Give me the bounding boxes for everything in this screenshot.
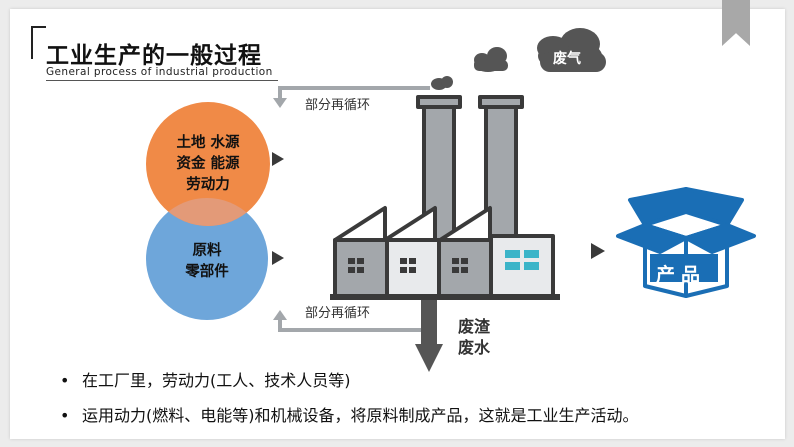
waste-output-label: 废渣 废水 (458, 316, 490, 358)
product-label: 产品 (656, 264, 707, 286)
cloud-icon (537, 28, 606, 72)
subtitle-underline (46, 80, 278, 81)
title-bracket-icon (31, 26, 46, 59)
recycle-arrow-icon (273, 310, 430, 332)
box-icon (616, 187, 756, 298)
waste-output-line: 废水 (458, 338, 491, 357)
materials-line: 原料 (192, 243, 222, 259)
waste-output-line: 废渣 (458, 317, 491, 336)
bullet-text: 运用动力(燃料、电能等)和机械设备，将原料制成产品，这就是工业生产活动。 (82, 406, 639, 425)
resources-line: 土地 水源 (176, 134, 240, 151)
bullet-text: 在工厂里，劳动力(工人、技术人员等) (82, 371, 351, 390)
page-title: 工业生产的一般过程 (46, 43, 262, 69)
factory-icon (330, 95, 560, 300)
bullet-item: • 运用动力(燃料、电能等)和机械设备，将原料制成产品，这就是工业生产活动。 (60, 402, 639, 426)
bullet-item: • 在工厂里，劳动力(工人、技术人员等) (60, 367, 351, 391)
materials-line: 零部件 (185, 264, 229, 280)
arrow-right-icon (272, 152, 284, 166)
cloud-icon (474, 47, 508, 72)
bullet-dot-icon: • (60, 371, 70, 390)
recycle-label-top: 部分再循环 (305, 98, 371, 113)
resources-line: 劳动力 (186, 176, 230, 193)
page-subtitle: General process of industrial production (46, 66, 273, 78)
resources-line: 资金 能源 (176, 155, 240, 172)
waste-gas-label: 废气 (553, 51, 581, 67)
recycle-label-bottom: 部分再循环 (305, 306, 371, 321)
recycle-arrow-icon (273, 86, 430, 108)
bullet-dot-icon: • (60, 406, 70, 425)
arrow-right-icon (591, 243, 605, 259)
waste-pipe-icon (415, 300, 443, 372)
cloud-icon (431, 76, 453, 90)
arrow-right-icon (272, 251, 284, 265)
